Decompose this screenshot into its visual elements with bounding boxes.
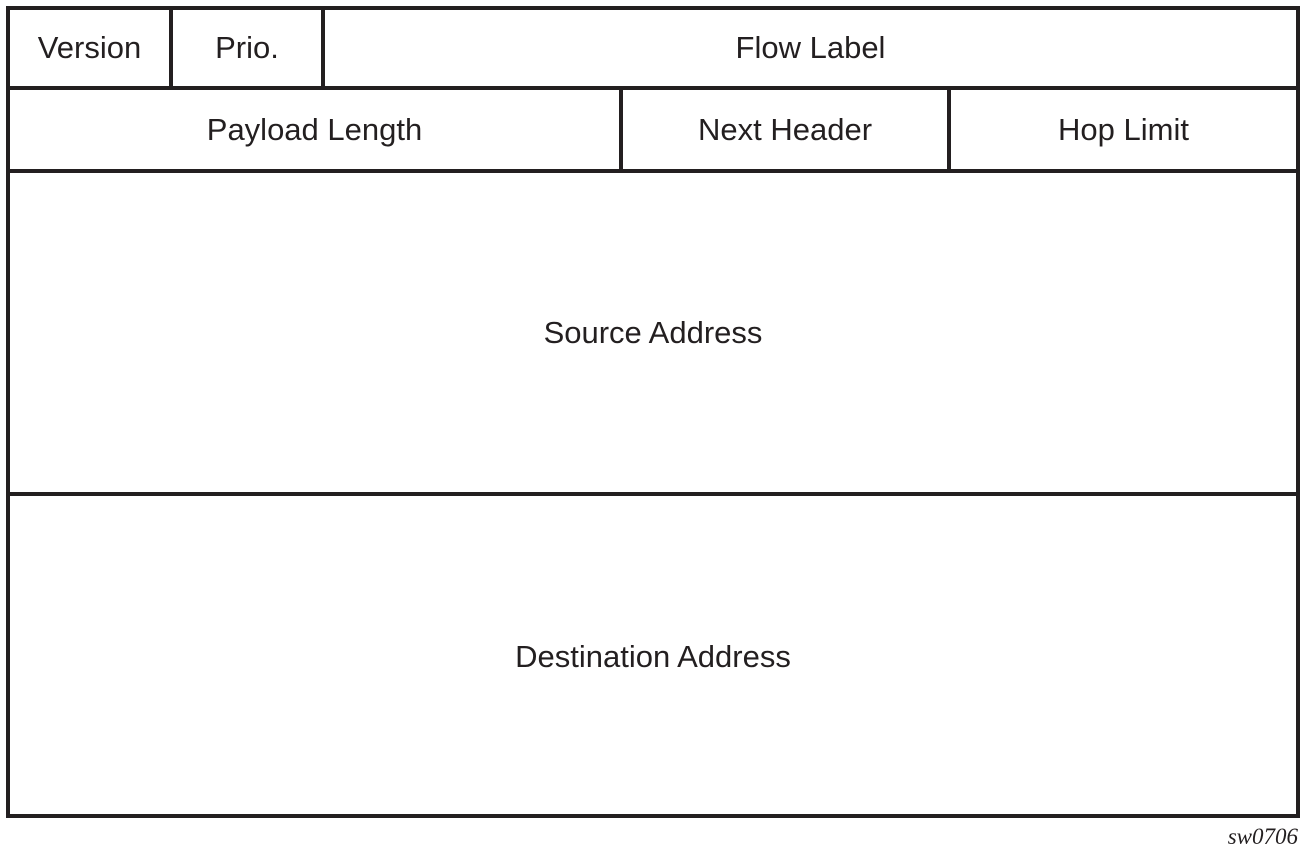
field-source-address: Source Address: [543, 314, 763, 350]
field-version: Version: [10, 10, 173, 86]
header-row-destination-address: Destination Address: [10, 496, 1296, 818]
header-row-version-prio-flow: Version Prio. Flow Label: [10, 10, 1296, 90]
field-priority: Prio.: [173, 10, 325, 86]
field-destination-address: Destination Address: [515, 639, 791, 674]
ipv6-header-diagram: Version Prio. Flow Label Payload Length …: [6, 6, 1300, 818]
field-payload-length: Payload Length: [10, 90, 623, 169]
field-hop-limit: Hop Limit: [1058, 111, 1189, 147]
figure-id-label: sw0706: [1227, 824, 1298, 849]
field-flow-label: Flow Label: [735, 30, 886, 65]
header-row-source-address: Source Address: [10, 173, 1296, 496]
field-next-header: Next Header: [623, 90, 951, 169]
header-row-payload-next-hop: Payload Length Next Header Hop Limit: [10, 90, 1296, 173]
